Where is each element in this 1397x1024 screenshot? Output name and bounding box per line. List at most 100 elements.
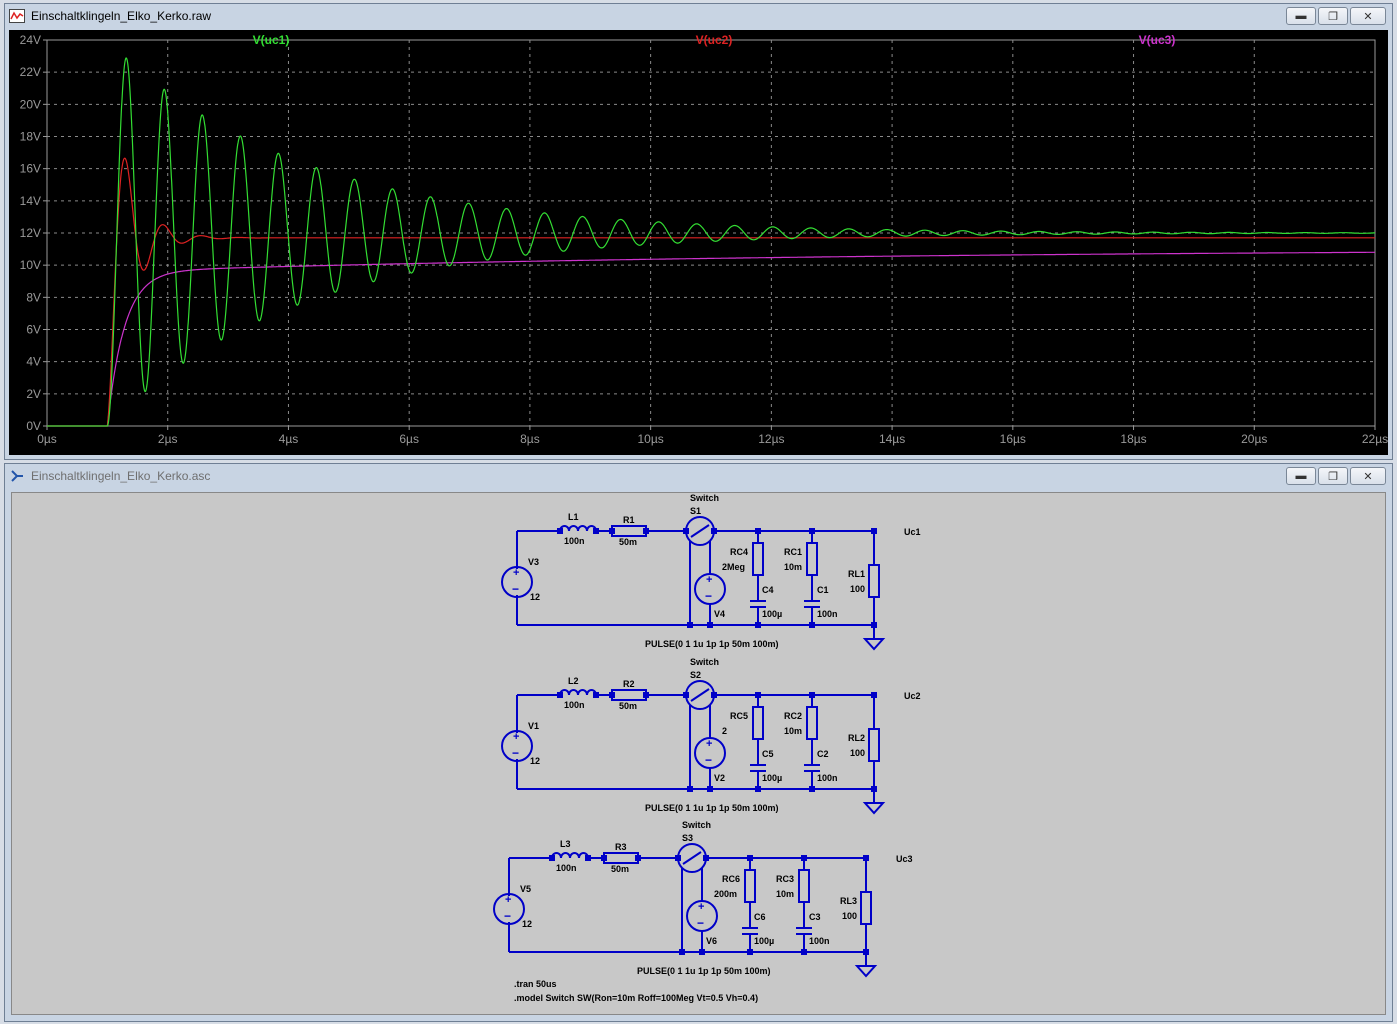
inductor-coil	[568, 689, 579, 696]
junction-dot	[593, 528, 599, 534]
minimize-icon[interactable]: ▬	[1286, 7, 1316, 25]
legend-entry-vuc2: V(uc2)	[696, 33, 733, 47]
voltage-source-main[interactable]	[501, 730, 533, 762]
junction-dot	[711, 692, 717, 698]
waveform-window[interactable]: Einschaltklingeln_Elko_Kerko.raw ▬ ❐ ✕ 0…	[4, 3, 1393, 460]
y-tick-label: 6V	[26, 323, 41, 337]
schematic-drawing[interactable]: +−+−SwitchS1L1100nR150mV312V4RC42MegC410…	[12, 493, 1383, 1015]
x-tick-label: 14µs	[879, 432, 905, 446]
resistor-name-label: R2	[623, 679, 635, 689]
x-tick-label: 22µs	[1362, 432, 1388, 446]
minimize-icon[interactable]: ▬	[1286, 467, 1316, 485]
ground-icon	[854, 965, 878, 978]
c-small-value-label: 100n	[809, 936, 830, 946]
trace-v-uc2	[47, 157, 1375, 427]
minus-sign: −	[697, 916, 704, 930]
junction-dot	[643, 692, 649, 698]
rc-big-name-label: RC5	[730, 711, 748, 721]
waveform-titlebar[interactable]: Einschaltklingeln_Elko_Kerko.raw	[5, 4, 1392, 28]
y-tick-label: 22V	[20, 65, 41, 79]
junction-dot	[801, 855, 807, 861]
circuit-row-uc3[interactable]: +−+−SwitchS3L3100nR350mV512V6RC6200mC610…	[493, 820, 913, 978]
schematic-window-title: Einschaltklingeln_Elko_Kerko.asc	[31, 469, 211, 483]
rl-name-label: RL1	[848, 569, 865, 579]
junction-dot	[809, 528, 815, 534]
x-tick-label: 20µs	[1241, 432, 1267, 446]
trace-v-uc1	[47, 57, 1375, 427]
junction-dot	[871, 786, 877, 792]
y-tick-label: 16V	[20, 162, 41, 176]
resistor-rc-big	[752, 542, 764, 576]
circuit-row-uc2[interactable]: +−+−SwitchS2L2100nR250mV112V2RC52C5100µR…	[501, 657, 921, 815]
junction-dot	[755, 528, 761, 534]
rc-small-name-label: RC1	[784, 547, 802, 557]
switch-name-label: S3	[682, 833, 693, 843]
c-big-value-label: 100µ	[762, 609, 782, 619]
rl-name-label: RL3	[840, 896, 857, 906]
junction-dot	[703, 855, 709, 861]
junction-dot	[635, 855, 641, 861]
plus-sign: +	[706, 738, 712, 750]
resistor-series	[603, 852, 639, 864]
rc-small-value-label: 10m	[784, 726, 802, 736]
source-value-label: 12	[522, 919, 532, 929]
resistor-value-label: 50m	[611, 864, 629, 874]
inductor-coil	[577, 525, 588, 532]
spice-directive[interactable]: .model Switch SW(Ron=10m Roff=100Meg Vt=…	[514, 993, 758, 1003]
junction-dot	[557, 692, 563, 698]
schematic-titlebar[interactable]: Einschaltklingeln_Elko_Kerko.asc	[5, 464, 1392, 488]
schematic-window[interactable]: Einschaltklingeln_Elko_Kerko.asc ▬ ❐ ✕ +…	[4, 463, 1393, 1022]
junction-dot	[707, 622, 713, 628]
spice-directive[interactable]: .tran 50us	[514, 979, 557, 989]
junction-dot	[747, 855, 753, 861]
junction-dot	[863, 949, 869, 955]
junction-dot	[699, 949, 705, 955]
inductor-coil	[569, 852, 580, 859]
inductor-value-label: 100n	[564, 700, 585, 710]
x-tick-label: 12µs	[758, 432, 784, 446]
inductor-name-label: L2	[568, 676, 579, 686]
chart-legend: V(uc1)V(uc2)V(uc3)	[253, 33, 1176, 47]
c-small-value-label: 100n	[817, 609, 838, 619]
close-icon[interactable]: ✕	[1350, 467, 1386, 485]
c-big-name-label: C6	[754, 912, 766, 922]
junction-dot	[755, 692, 761, 698]
resistor-rc-big	[752, 706, 764, 740]
switch-source-name-label: V2	[714, 773, 725, 783]
y-tick-label: 4V	[26, 355, 41, 369]
schematic-app-icon	[11, 470, 23, 482]
minus-sign: −	[512, 746, 519, 760]
source-value-label: 12	[530, 592, 540, 602]
switch-name-label: S2	[690, 670, 701, 680]
close-icon[interactable]: ✕	[1350, 7, 1386, 25]
voltage-source-main[interactable]	[501, 566, 533, 598]
junction-dot	[707, 786, 713, 792]
x-tick-label: 2µs	[158, 432, 178, 446]
resistor-rc-small	[806, 542, 818, 576]
y-tick-label: 0V	[26, 419, 41, 433]
switch-model-label: Switch	[690, 657, 719, 667]
ground-icon	[862, 638, 886, 651]
restore-icon[interactable]: ❐	[1318, 467, 1348, 485]
restore-icon[interactable]: ❐	[1318, 7, 1348, 25]
inductor-value-label: 100n	[564, 536, 585, 546]
resistor-value-label: 50m	[619, 537, 637, 547]
x-tick-label: 16µs	[1000, 432, 1026, 446]
junction-dot	[549, 855, 555, 861]
junction-dot	[687, 786, 693, 792]
y-tick-label: 14V	[20, 194, 41, 208]
x-tick-label: 8µs	[520, 432, 540, 446]
junction-dot	[675, 855, 681, 861]
inductor-name-label: L3	[560, 839, 571, 849]
junction-dot	[809, 622, 815, 628]
circuit-row-uc1[interactable]: +−+−SwitchS1L1100nR150mV312V4RC42MegC410…	[501, 493, 921, 651]
c-small-value-label: 100n	[817, 773, 838, 783]
voltage-source-main[interactable]	[493, 893, 525, 925]
resistor-rc-big	[744, 869, 756, 903]
switch-source-name-label: V6	[706, 936, 717, 946]
schematic-window-controls: ▬ ❐ ✕	[1286, 467, 1386, 485]
junction-dot	[683, 528, 689, 534]
